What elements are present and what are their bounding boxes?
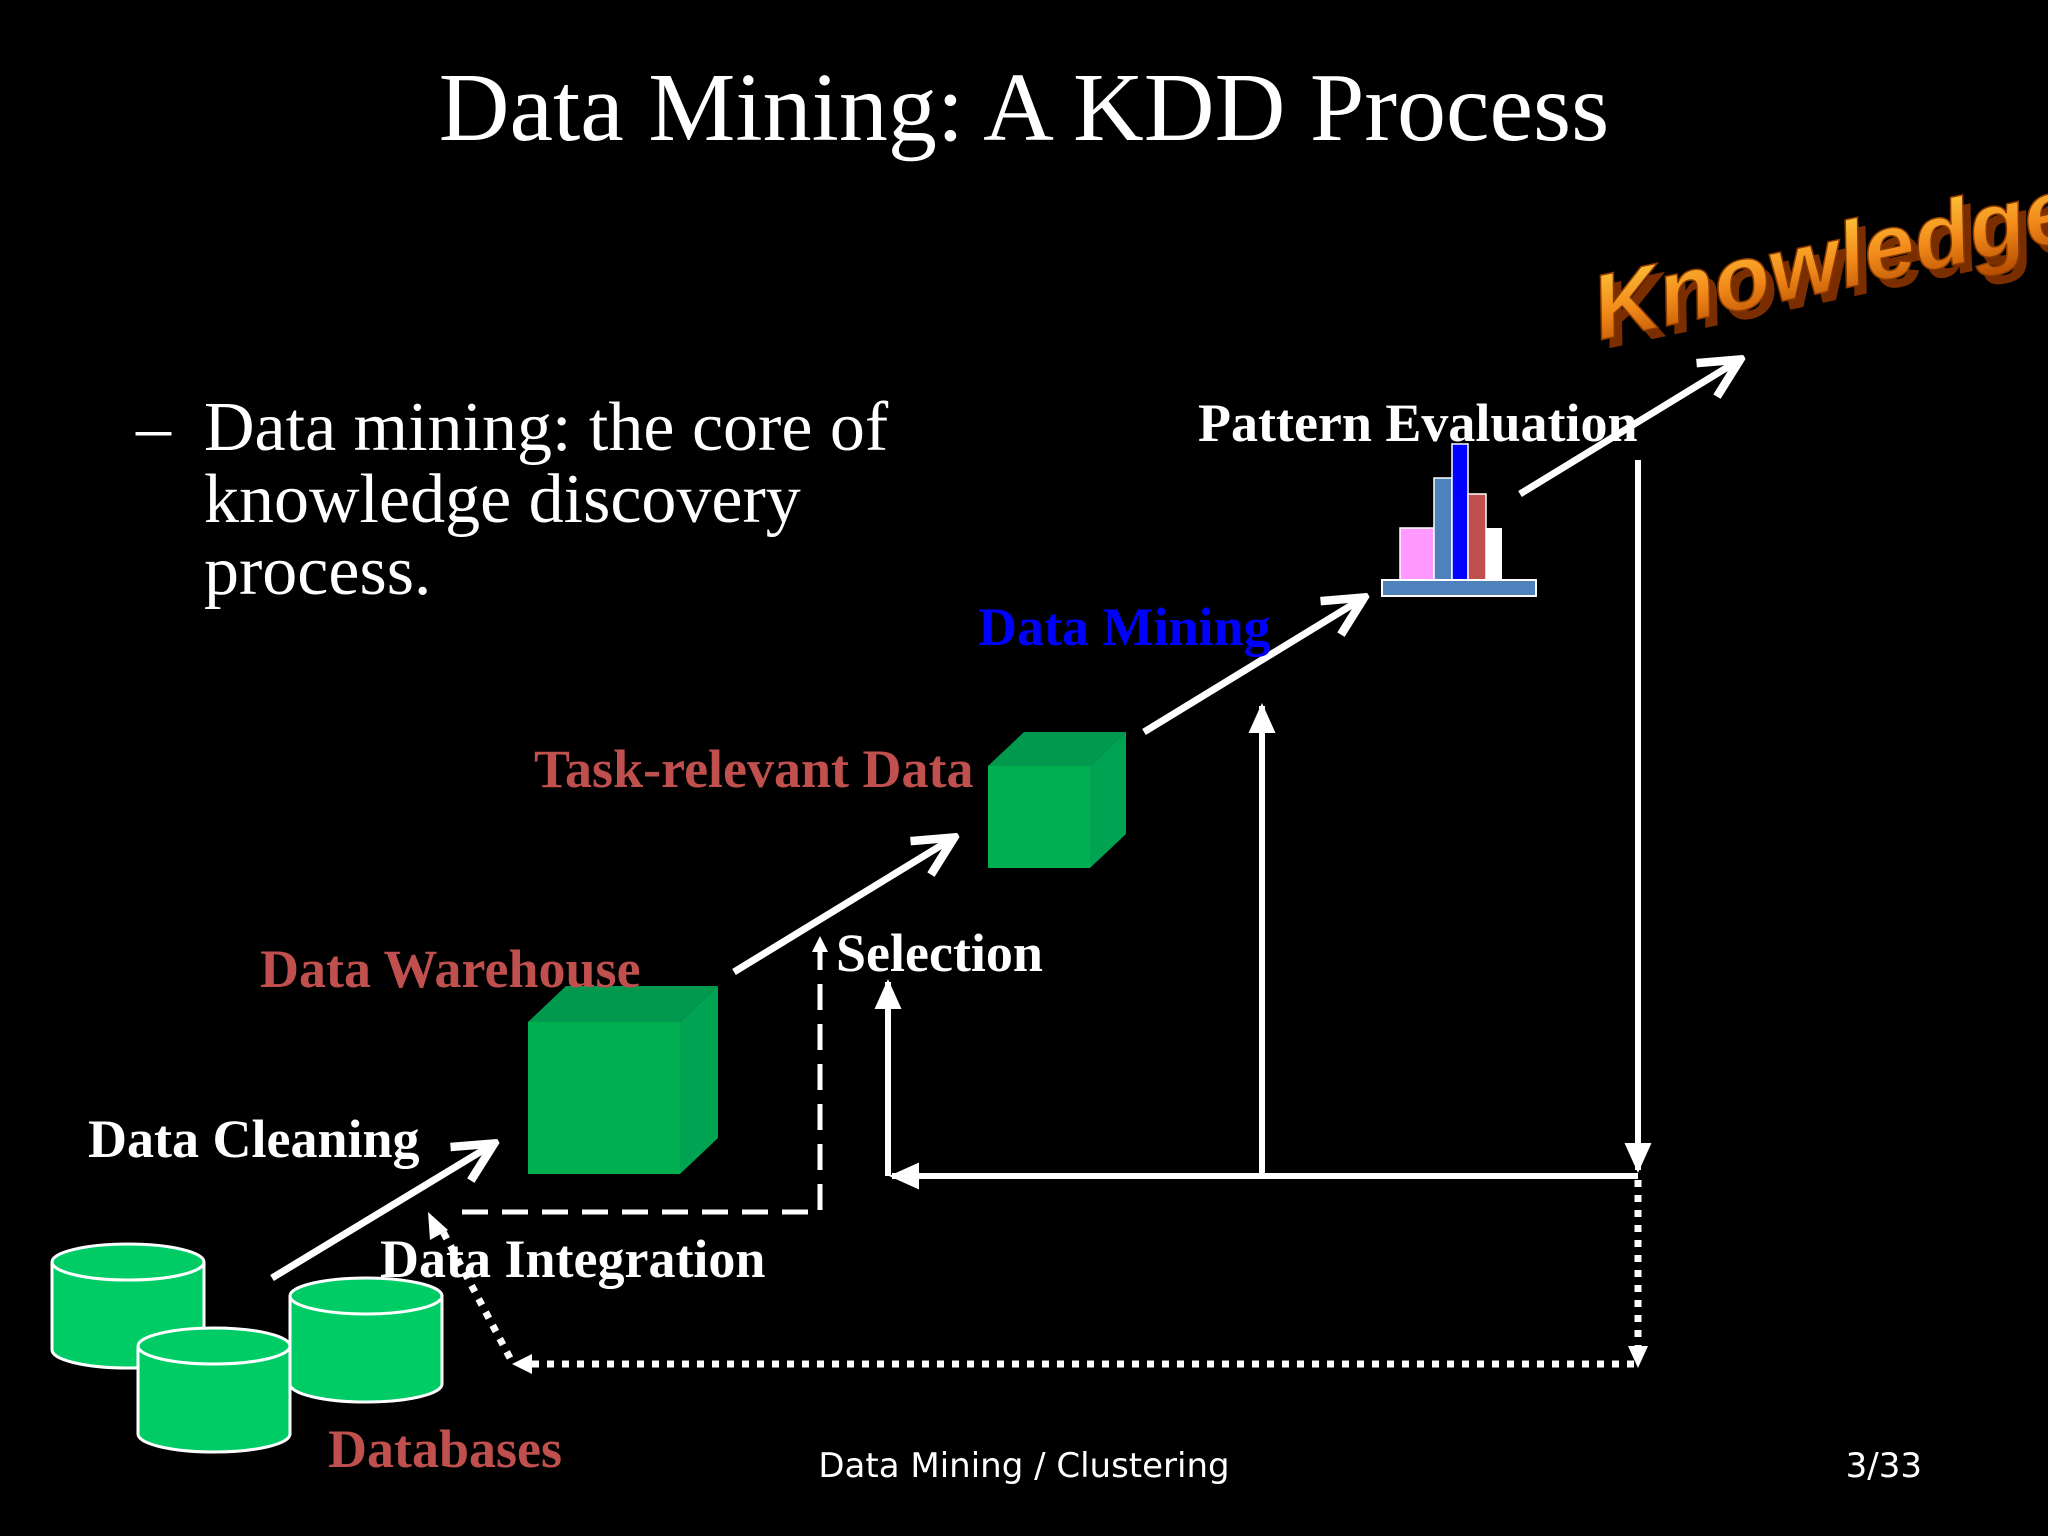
process-arrows	[270, 362, 1736, 1281]
integration-dashed-arrowhead	[812, 936, 828, 952]
label-databases: Databases	[328, 1419, 563, 1479]
knowledge-logo: Knowledge Knowledge	[1582, 157, 2048, 368]
dotted-return-path	[436, 1180, 1642, 1368]
label-data-mining: Data Mining	[978, 597, 1271, 657]
dotted-down-arrowhead	[1628, 1346, 1648, 1368]
footer-title: Data Mining / Clustering	[818, 1446, 1230, 1486]
footer-page-number: 3/33	[1845, 1446, 1922, 1486]
knowledge-text: Knowledge	[1583, 158, 2048, 360]
arrow-cleaning	[270, 1146, 490, 1281]
label-task-relevant-data: Task-relevant Data	[534, 739, 974, 799]
pattern-bar-4	[1467, 493, 1487, 581]
dotted-left-arrowhead	[512, 1354, 532, 1374]
integration-dashed-line	[462, 948, 823, 1215]
arrow-data-mining	[1142, 600, 1360, 735]
dotted-up-arrowhead	[428, 1212, 448, 1240]
database-cylinder-2	[136, 1326, 292, 1454]
data-warehouse-cube	[528, 986, 718, 1174]
task-relevant-data-cube	[988, 732, 1126, 868]
databases-icon	[50, 1242, 444, 1454]
database-cylinder-3	[288, 1276, 444, 1404]
slide-title: Data Mining: A KDD Process	[438, 54, 1610, 162]
pattern-bar-5	[1486, 528, 1502, 580]
pattern-bar-3	[1451, 443, 1469, 581]
feedback-loop	[874, 460, 1652, 1190]
arrow-selection	[732, 840, 950, 975]
label-data-integration: Data Integration	[380, 1229, 766, 1289]
integration-dashed-path	[462, 948, 823, 1215]
pattern-bar-2	[1433, 477, 1453, 581]
bullet-text: Data mining: the core of knowledge disco…	[204, 389, 889, 610]
label-selection: Selection	[836, 923, 1043, 983]
label-data-warehouse: Data Warehouse	[260, 939, 641, 999]
label-pattern-evaluation: Pattern Evaluation	[1198, 393, 1638, 453]
arrow-pattern-evaluation	[1518, 362, 1736, 497]
bullet-point: – Data mining: the core of knowledge dis…	[136, 392, 956, 608]
dotted-diagonal-line	[436, 1224, 514, 1360]
pattern-bar-1	[1399, 527, 1435, 581]
bullet-marker: –	[136, 389, 171, 466]
pattern-bar-base	[1381, 579, 1537, 597]
pattern-chart-icon	[1381, 443, 1537, 597]
label-data-cleaning: Data Cleaning	[88, 1109, 420, 1169]
